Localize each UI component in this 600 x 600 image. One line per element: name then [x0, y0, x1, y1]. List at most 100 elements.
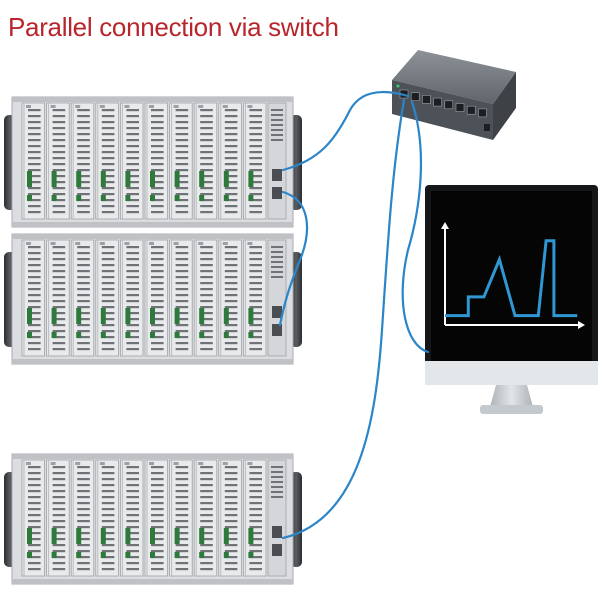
module-vent: [200, 538, 213, 541]
module-vent: [28, 544, 41, 547]
module-vent: [101, 348, 115, 351]
module-vent: [175, 306, 189, 309]
rack-middle: [4, 233, 302, 365]
module-panel: [193, 459, 218, 577]
module-vent: [249, 544, 262, 547]
module-vent: [101, 121, 115, 124]
module-vent: [77, 169, 90, 172]
module-vent: [151, 169, 164, 172]
load-module: [144, 102, 169, 220]
module-vent: [151, 151, 164, 154]
module-vent: [28, 288, 41, 291]
module-vent: [28, 121, 41, 124]
module-vent: [101, 568, 115, 571]
module-vent: [28, 490, 41, 493]
module-vent: [52, 139, 66, 142]
module-vent: [249, 252, 262, 255]
module-panel: [242, 239, 267, 357]
module-vent: [224, 496, 238, 499]
module-vent: [200, 550, 213, 553]
module-panel: [120, 102, 144, 220]
module-panel: [169, 102, 193, 220]
module-vent: [52, 336, 66, 339]
module-indicator: [247, 462, 253, 465]
module-vent: [151, 550, 164, 553]
module-vent: [126, 532, 139, 535]
module-vent: [52, 115, 66, 118]
module-vent: [52, 562, 66, 565]
module-vent: [77, 252, 90, 255]
module-vent: [175, 294, 189, 297]
module-vent: [249, 139, 262, 142]
module-vent: [200, 115, 213, 118]
module-vent: [175, 324, 189, 327]
module-vent: [151, 109, 164, 112]
module-vent: [249, 532, 262, 535]
module-vent: [77, 193, 90, 196]
load-module: [144, 239, 169, 357]
module-terminal: [51, 552, 57, 558]
ethernet-port: [272, 306, 282, 318]
module-vent: [151, 490, 164, 493]
load-module: [46, 459, 70, 577]
module-vent: [175, 472, 189, 475]
module-vent: [151, 318, 164, 321]
module-vent: [200, 348, 213, 351]
module-terminal: [150, 332, 155, 338]
module-vent: [28, 562, 41, 565]
module-vent: [200, 288, 213, 291]
load-module: [95, 239, 119, 357]
module-panel: [70, 102, 95, 220]
ethernet-port: [272, 187, 282, 199]
module-vent: [28, 484, 41, 487]
module-vent: [249, 550, 262, 553]
switch-port: [410, 92, 420, 101]
module-vent: [126, 336, 139, 339]
module-vent: [175, 127, 189, 130]
module-vent: [224, 520, 238, 523]
load-module: [144, 459, 169, 577]
module-vent: [126, 252, 139, 255]
module-vent: [101, 538, 115, 541]
module-vent: [175, 342, 189, 345]
module-vent: [175, 121, 189, 124]
module-vent: [77, 258, 90, 261]
module-vent: [126, 568, 139, 571]
switch-port: [455, 103, 465, 112]
switch-side-face: [493, 72, 516, 140]
module-vent: [126, 484, 139, 487]
module-vent: [52, 264, 66, 267]
module-vent: [52, 520, 66, 523]
module-vent: [224, 264, 238, 267]
module-vent: [126, 556, 139, 559]
module-indicator: [198, 105, 204, 108]
module-terminal: [27, 195, 32, 201]
module-vent: [52, 478, 66, 481]
module-vent: [101, 318, 115, 321]
module-vent: [77, 205, 90, 208]
controller-vent: [271, 256, 283, 258]
module-vent: [249, 484, 262, 487]
module-vent: [52, 550, 66, 553]
module-vent: [224, 538, 238, 541]
module-vent: [200, 139, 213, 142]
module-vent: [151, 502, 164, 505]
module-panel: [120, 239, 144, 357]
module-vent: [101, 484, 115, 487]
module-vent: [28, 252, 41, 255]
module-vent: [52, 532, 66, 535]
module-vent: [200, 163, 213, 166]
monitor-stand-neck: [490, 385, 533, 407]
module-vent: [224, 490, 238, 493]
module-vent: [224, 115, 238, 118]
controller-vent: [271, 119, 283, 121]
controller-vent: [271, 251, 283, 253]
chart-x-axis-arrow: [578, 321, 585, 329]
module-vent: [200, 175, 213, 178]
switch-led: [396, 84, 400, 88]
module-terminal: [51, 308, 57, 324]
module-terminal: [51, 332, 57, 338]
module-vent: [101, 520, 115, 523]
module-vent: [224, 324, 238, 327]
module-vent: [249, 121, 262, 124]
